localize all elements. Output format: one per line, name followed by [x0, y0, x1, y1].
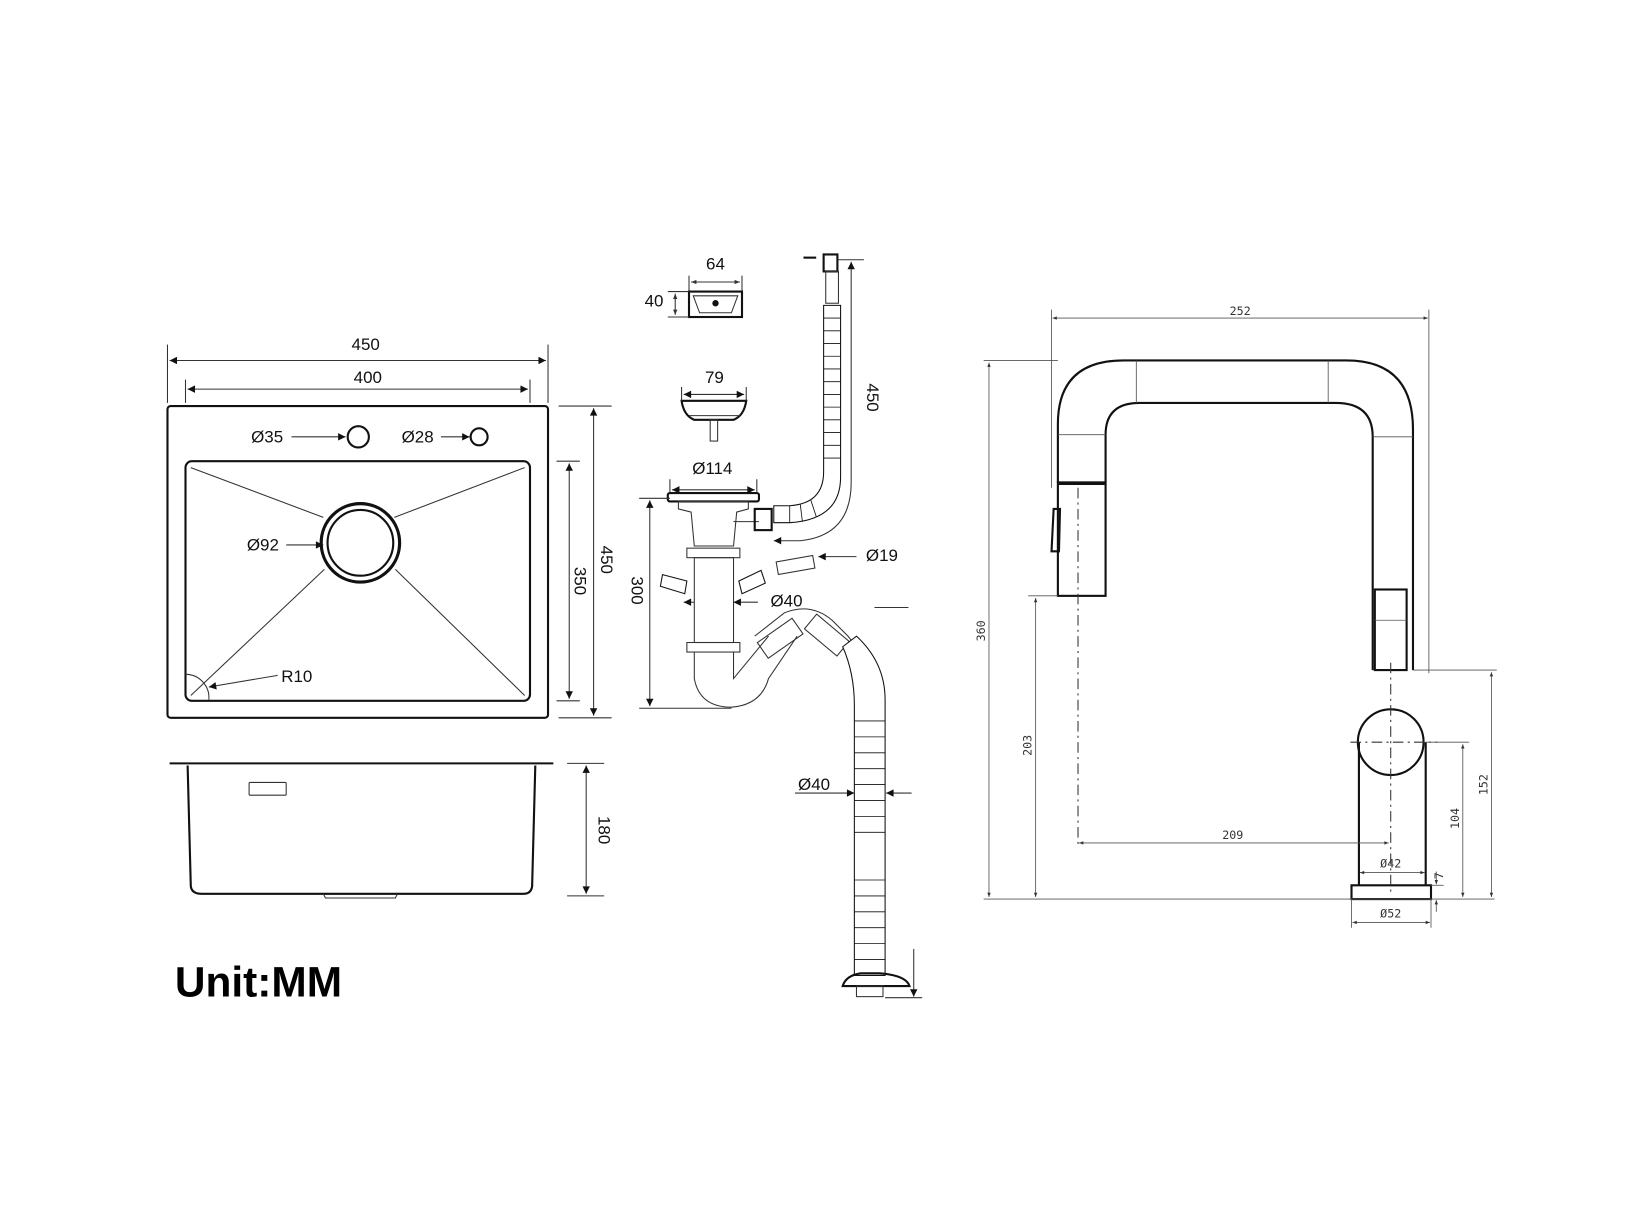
overflow-hose-dim: 450 [863, 383, 882, 411]
overall-depth-dim: 450 [597, 546, 616, 574]
bowl-height-dim: 180 [595, 816, 614, 844]
overflow-pipe-dim: Ø19 [866, 546, 898, 565]
inner-width-dim: 400 [354, 368, 382, 387]
tap-hole [346, 425, 370, 449]
drain-kit: 64 40 79 Ø114 300 Ø40 [628, 253, 923, 999]
spout-height-dim: 203 [1021, 735, 1035, 756]
handle-center-dim: 104 [1448, 808, 1462, 829]
base-diameter-dim: Ø52 [1380, 906, 1401, 920]
handle-height-dim: 152 [1477, 774, 1491, 795]
sink-side-view: 180 [169, 762, 614, 899]
strainer-flange-dim: Ø114 [692, 459, 732, 478]
tap-hole-label: Ø35 [251, 427, 283, 446]
soap-hole-label: Ø28 [402, 427, 434, 446]
drain-hose-dim: Ø40 [798, 775, 830, 794]
unit-label: Unit:MM [175, 959, 342, 1006]
overflow-width-dim: 64 [706, 255, 725, 274]
overall-width-dim: 450 [352, 335, 380, 354]
sink-top-view: Ø35 Ø28 Ø92 R10 450 400 350 450 [166, 335, 616, 719]
trap-height-dim: 300 [628, 576, 647, 604]
body-diameter-dim: Ø42 [1380, 857, 1401, 871]
trap-pipe-dim: Ø40 [770, 592, 802, 611]
base-plate-dim: 7 [1432, 872, 1446, 879]
overflow-height-dim: 40 [645, 292, 664, 311]
reach-dim: 209 [1222, 828, 1243, 842]
faucet-height-dim: 360 [974, 620, 988, 641]
drain-hole [319, 502, 402, 584]
drain-hole-label: Ø92 [247, 536, 279, 555]
corner-radius-label: R10 [281, 667, 312, 686]
faucet-width-dim: 252 [1230, 304, 1251, 318]
soap-hole [469, 427, 489, 447]
strainer-basket-dim: 79 [705, 368, 724, 387]
inner-depth-dim: 350 [570, 567, 589, 595]
drain-hose-ribs [854, 720, 886, 960]
faucet-drawing: 252 360 203 209 152 104 7 Ø42 Ø52 [974, 304, 1497, 928]
